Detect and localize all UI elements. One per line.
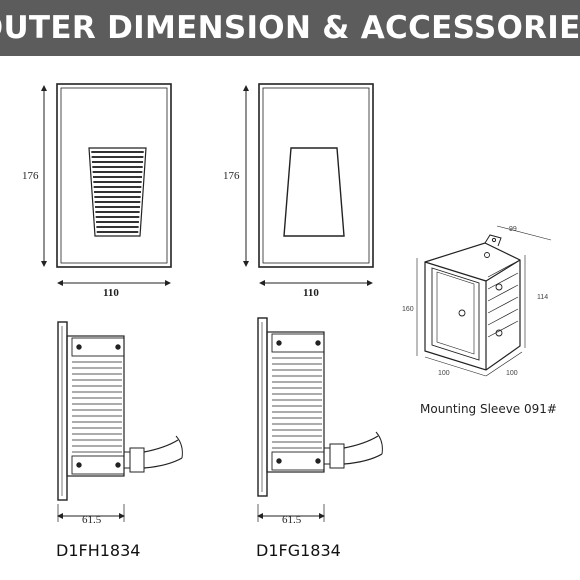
- model-label-right: D1FG1834: [256, 541, 341, 560]
- front-left-width-label: 110: [103, 287, 119, 299]
- side-right-depth-label: 61.5: [282, 514, 302, 526]
- sleeve-bottom-left-dim-label: 100: [438, 370, 450, 377]
- side-view-right: [257, 317, 383, 497]
- sleeve-right-dim-label: 114: [537, 294, 549, 301]
- mounting-sleeve-drawing: [416, 225, 552, 377]
- sleeve-bottom-right-dim-label: 100: [506, 370, 518, 377]
- front-view-frosted: [258, 83, 374, 268]
- front-right-width-label: 110: [303, 287, 319, 299]
- side-view-left: [57, 321, 183, 501]
- model-label-left: D1FH1834: [56, 541, 141, 560]
- sleeve-top-dim-label: 99: [509, 226, 517, 233]
- front-left-height-label: 176: [22, 170, 39, 182]
- side-left-depth-label: 61.5: [82, 514, 102, 526]
- sleeve-caption: Mounting Sleeve 091#: [420, 402, 557, 416]
- banner-title: OUTER DIMENSION & ACCESSORIES: [0, 10, 580, 46]
- title-banner: OUTER DIMENSION & ACCESSORIES: [0, 0, 580, 56]
- front-right-height-label: 176: [223, 170, 240, 182]
- side-left-depth-dim: [57, 504, 125, 522]
- side-right-depth-dim: [257, 504, 325, 522]
- sleeve-left-dim-label: 160: [402, 306, 414, 313]
- front-view-louvered: [56, 83, 172, 268]
